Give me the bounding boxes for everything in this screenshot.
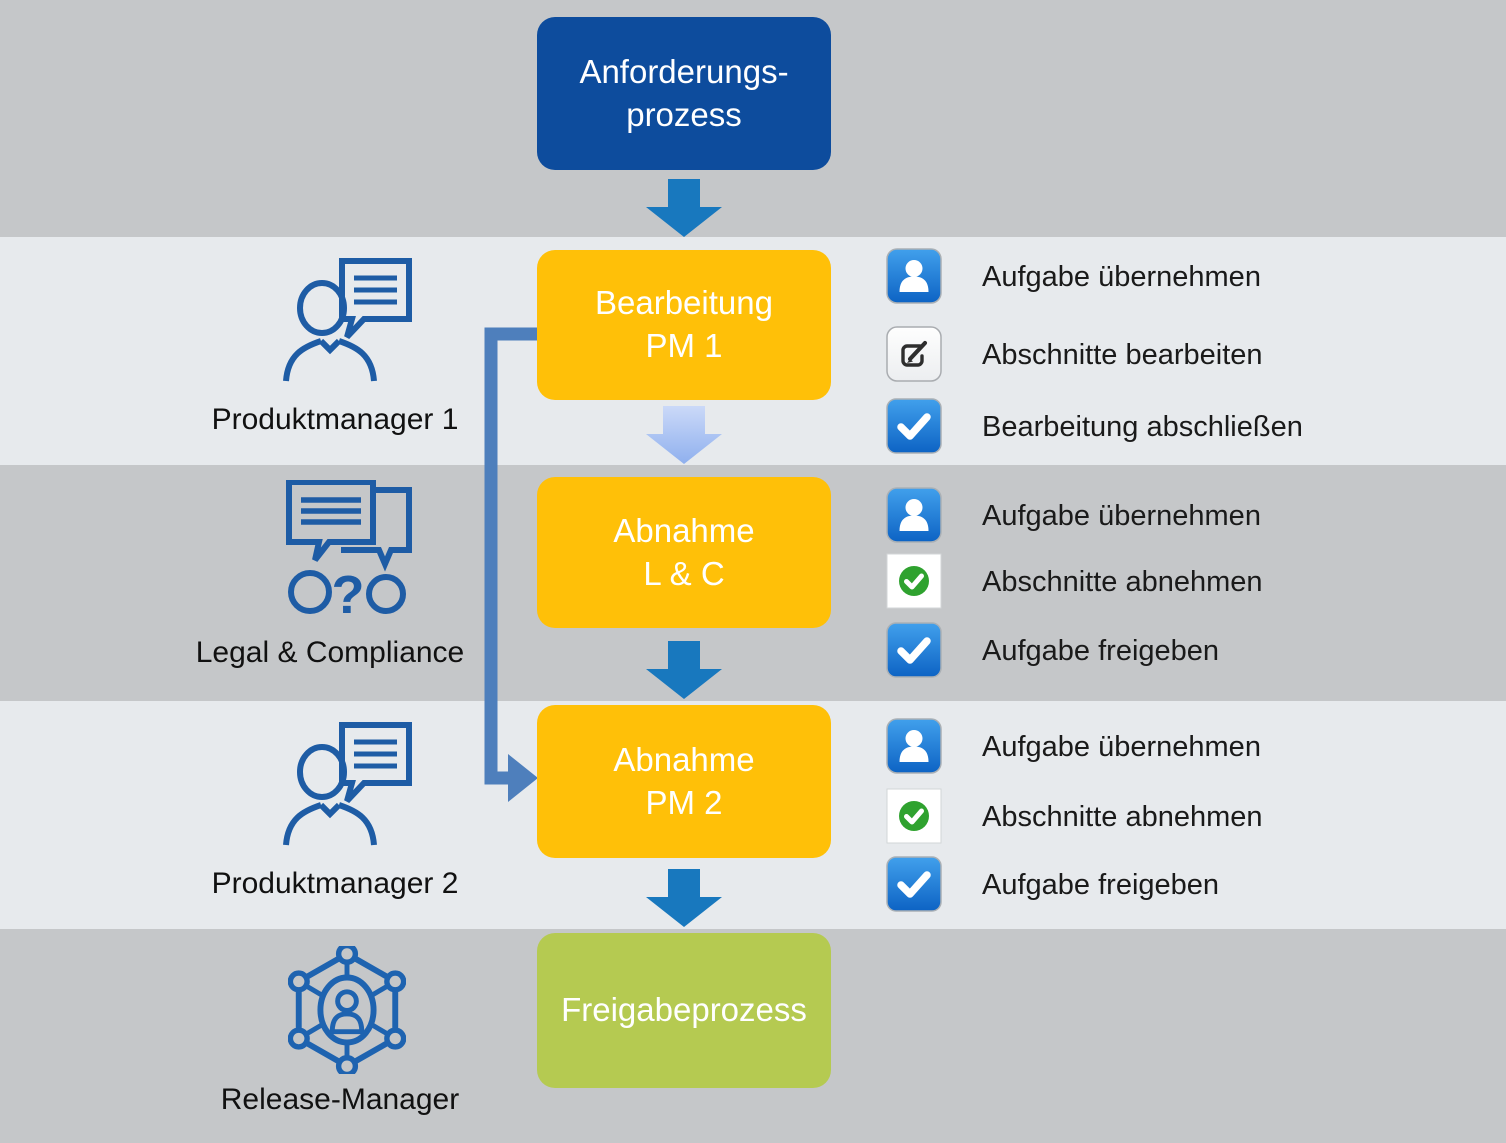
check-icon	[886, 622, 942, 678]
down-arrow-icon	[646, 179, 722, 237]
bypass-connector-arrow	[484, 327, 538, 802]
actor-label-release-manager: Release-Manager	[220, 1083, 460, 1116]
user-icon	[886, 487, 942, 543]
task-box-line2: PM 1	[645, 327, 723, 364]
actor-label-legal-compliance: Legal & Compliance	[195, 636, 465, 669]
actor-label-produktmanager-2: Produktmanager 2	[211, 867, 459, 900]
end-box-label: Freigabeprozess	[561, 991, 807, 1029]
action-label: Aufgabe übernehmen	[982, 731, 1261, 763]
user-icon	[886, 248, 942, 304]
start-box-line1: Anforderungs-	[579, 52, 789, 90]
task-box-line1: Abnahme	[613, 511, 755, 549]
down-arrow-light-icon	[646, 406, 722, 464]
action-label: Abschnitte abnehmen	[982, 566, 1263, 598]
action-label: Abschnitte bearbeiten	[982, 339, 1263, 371]
network-icon	[288, 946, 406, 1074]
check-icon	[886, 856, 942, 912]
task-box-line1: Bearbeitung	[595, 284, 773, 322]
action-label: Bearbeitung abschließen	[982, 411, 1303, 443]
action-label: Aufgabe übernehmen	[982, 500, 1261, 532]
green-check-icon	[886, 553, 942, 609]
task-box-line1: Abnahme	[613, 740, 755, 778]
svg-text:?: ?	[332, 565, 365, 622]
user-icon	[886, 718, 942, 774]
start-box-anforderungsprozess: Anforderungs- prozess	[537, 17, 831, 170]
action-label: Aufgabe freigeben	[982, 869, 1220, 901]
action-label: Abschnitte abnehmen	[982, 801, 1263, 833]
person-speech-bubble-icon	[283, 258, 412, 382]
green-check-icon	[886, 788, 942, 844]
task-box-line2: PM 2	[645, 783, 723, 821]
person-speech-bubble-icon	[283, 722, 412, 846]
actor-label-produktmanager-1: Produktmanager 1	[211, 403, 459, 436]
end-box-freigabeprozess: Freigabeprozess	[537, 933, 831, 1088]
action-label: Aufgabe übernehmen	[982, 261, 1261, 293]
down-arrow-icon	[646, 869, 722, 927]
edit-icon	[886, 326, 942, 382]
discussion-icon: ?	[286, 480, 412, 622]
check-icon	[886, 398, 942, 454]
down-arrow-icon	[646, 641, 722, 699]
task-box-abnahme-lc: Abnahme L & C	[537, 477, 831, 628]
start-box-line2: prozess	[626, 95, 742, 133]
action-label: Aufgabe freigeben	[982, 635, 1220, 667]
task-box-abnahme-pm2: Abnahme PM 2	[537, 705, 831, 858]
task-box-bearbeitung-pm1: Bearbeitung PM 1	[537, 250, 831, 400]
task-box-line2: L & C	[643, 554, 725, 592]
